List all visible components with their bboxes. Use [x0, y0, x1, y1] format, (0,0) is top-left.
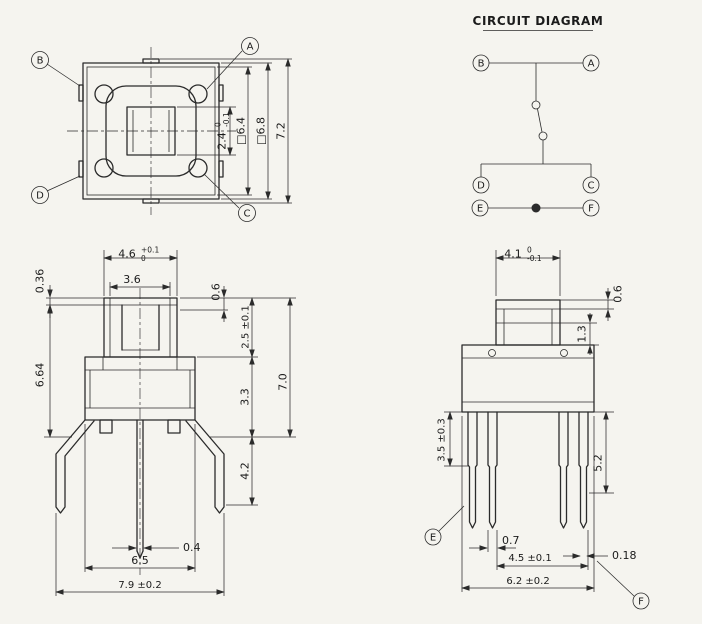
dim-front-slot: 3.6 — [123, 273, 141, 286]
switch-contact-upper — [531, 100, 541, 110]
svg-text:C: C — [588, 181, 595, 192]
svg-text:-0.1: -0.1 — [222, 112, 231, 127]
svg-text:0: 0 — [527, 246, 532, 255]
dim-front-stem-width: 4.6 +0.1 0 — [118, 246, 159, 264]
dim-front-body-width: 6.5 — [131, 554, 149, 567]
dim-side-neck: 1.3 — [576, 325, 589, 343]
dim-top-overall: 7.2 — [275, 122, 288, 140]
side-leg — [558, 411, 569, 529]
top-view-button — [126, 106, 176, 156]
dim-side-pitch: 4.5 ±0.1 — [508, 553, 551, 564]
side-tab — [78, 84, 84, 102]
circuit-diagram: CIRCUIT DIAGRAM B A D C E — [471, 14, 604, 217]
front-body — [84, 356, 196, 421]
svg-text:-0.1: -0.1 — [527, 254, 542, 263]
dim-side-leg: 5.2 — [592, 454, 605, 472]
dim-front-height: 7.0 — [277, 373, 290, 391]
pin-hole-a — [188, 84, 208, 104]
top-view: B A D C 2.4 0 -0.1 □6. — [31, 37, 292, 222]
bottom-tab — [142, 198, 160, 204]
switch-arm — [537, 108, 543, 133]
top-tab — [142, 58, 160, 64]
stem — [103, 297, 178, 358]
front-leg-left — [55, 419, 95, 514]
svg-text:B: B — [478, 59, 485, 70]
rivet — [560, 349, 568, 357]
terminal-c: C — [582, 176, 600, 194]
pin-label-b-text: B — [37, 56, 44, 67]
svg-text:A: A — [588, 59, 595, 70]
mount-peg — [99, 419, 113, 434]
front-leg-right — [185, 419, 225, 514]
svg-text:0: 0 — [141, 254, 146, 263]
pin-hole-c — [188, 158, 208, 178]
dim-front-span: 7.9 ±0.2 — [118, 580, 161, 591]
terminal-a: A — [582, 54, 600, 72]
dim-front-tip: 0.36 — [34, 269, 47, 294]
side-body — [461, 344, 595, 413]
top-view-body-inner — [86, 66, 216, 196]
pin-label-c: C — [203, 173, 256, 222]
dim-side-body-width: 6.2 ±0.2 — [506, 576, 549, 587]
dim-side-leg-width: 0.7 — [502, 534, 520, 547]
circuit-title: CIRCUIT DIAGRAM — [473, 14, 604, 28]
pin-label-c-text: C — [244, 209, 251, 220]
dim-top-inner: □6.4 — [235, 117, 248, 145]
side-tab — [218, 84, 224, 102]
dim-top-body: □6.8 — [255, 117, 268, 145]
svg-text:4.6: 4.6 — [118, 248, 136, 261]
dim-side-cap: 0.6 — [612, 285, 625, 303]
svg-text:0: 0 — [214, 122, 223, 127]
side-tab — [78, 160, 84, 178]
dim-side-thickness: 0.18 — [612, 549, 637, 562]
side-view: 4.1 0 -0.1 0.6 1.3 3.5 ±0.3 5.2 0.7 4.5 … — [424, 246, 650, 610]
dim-front-body-height: 3.3 — [239, 388, 252, 406]
pin-hole-b — [94, 84, 114, 104]
dim-side-shoulder: 3.5 ±0.3 — [437, 418, 448, 461]
pin-hole-d — [94, 158, 114, 178]
dim-side-stem-width: 4.1 0 -0.1 — [504, 246, 542, 264]
svg-text:F: F — [588, 204, 594, 215]
svg-text:E: E — [430, 533, 436, 544]
side-leg — [467, 411, 478, 529]
side-stem — [495, 299, 561, 346]
pin-label-e: E — [424, 505, 465, 546]
dim-front-pin-width: 0.4 — [183, 541, 201, 554]
terminal-e: E — [471, 199, 489, 217]
dim-front-leg-length: 4.2 — [239, 462, 252, 480]
pin-label-d-text: D — [36, 191, 44, 202]
side-leg — [578, 411, 589, 529]
terminal-f: F — [582, 199, 600, 217]
pin-label-f: F — [596, 560, 650, 610]
dim-front-stem-height: 2.5 ±0.1 — [241, 305, 252, 348]
top-view-frame — [105, 85, 197, 177]
common-node-dot — [531, 203, 541, 213]
svg-text:E: E — [477, 204, 483, 215]
side-tab — [218, 160, 224, 178]
center-pin-tip — [136, 550, 144, 559]
switch-contact-lower — [538, 131, 548, 141]
dim-top-button-width: 2.4 0 -0.1 — [214, 112, 232, 150]
dim-front-step: 0.6 — [210, 283, 223, 301]
svg-text:+0.1: +0.1 — [141, 246, 159, 255]
terminal-b: B — [472, 54, 490, 72]
mount-peg — [167, 419, 181, 434]
svg-text:F: F — [638, 597, 644, 608]
dim-front-left-height: 6.64 — [34, 363, 47, 388]
front-view: 4.6 +0.1 0 3.6 0.36 6.64 0.6 2.5 ±0.1 3.… — [34, 246, 296, 596]
pin-label-d: D — [31, 175, 81, 204]
side-leg — [487, 411, 498, 529]
pin-label-b: B — [31, 51, 81, 87]
terminal-d: D — [472, 176, 490, 194]
svg-text:4.1: 4.1 — [504, 248, 522, 261]
pin-label-a: A — [206, 37, 259, 90]
svg-text:2.4: 2.4 — [216, 132, 229, 150]
svg-text:D: D — [477, 181, 485, 192]
rivet — [488, 349, 496, 357]
pin-label-a-text: A — [247, 42, 254, 53]
